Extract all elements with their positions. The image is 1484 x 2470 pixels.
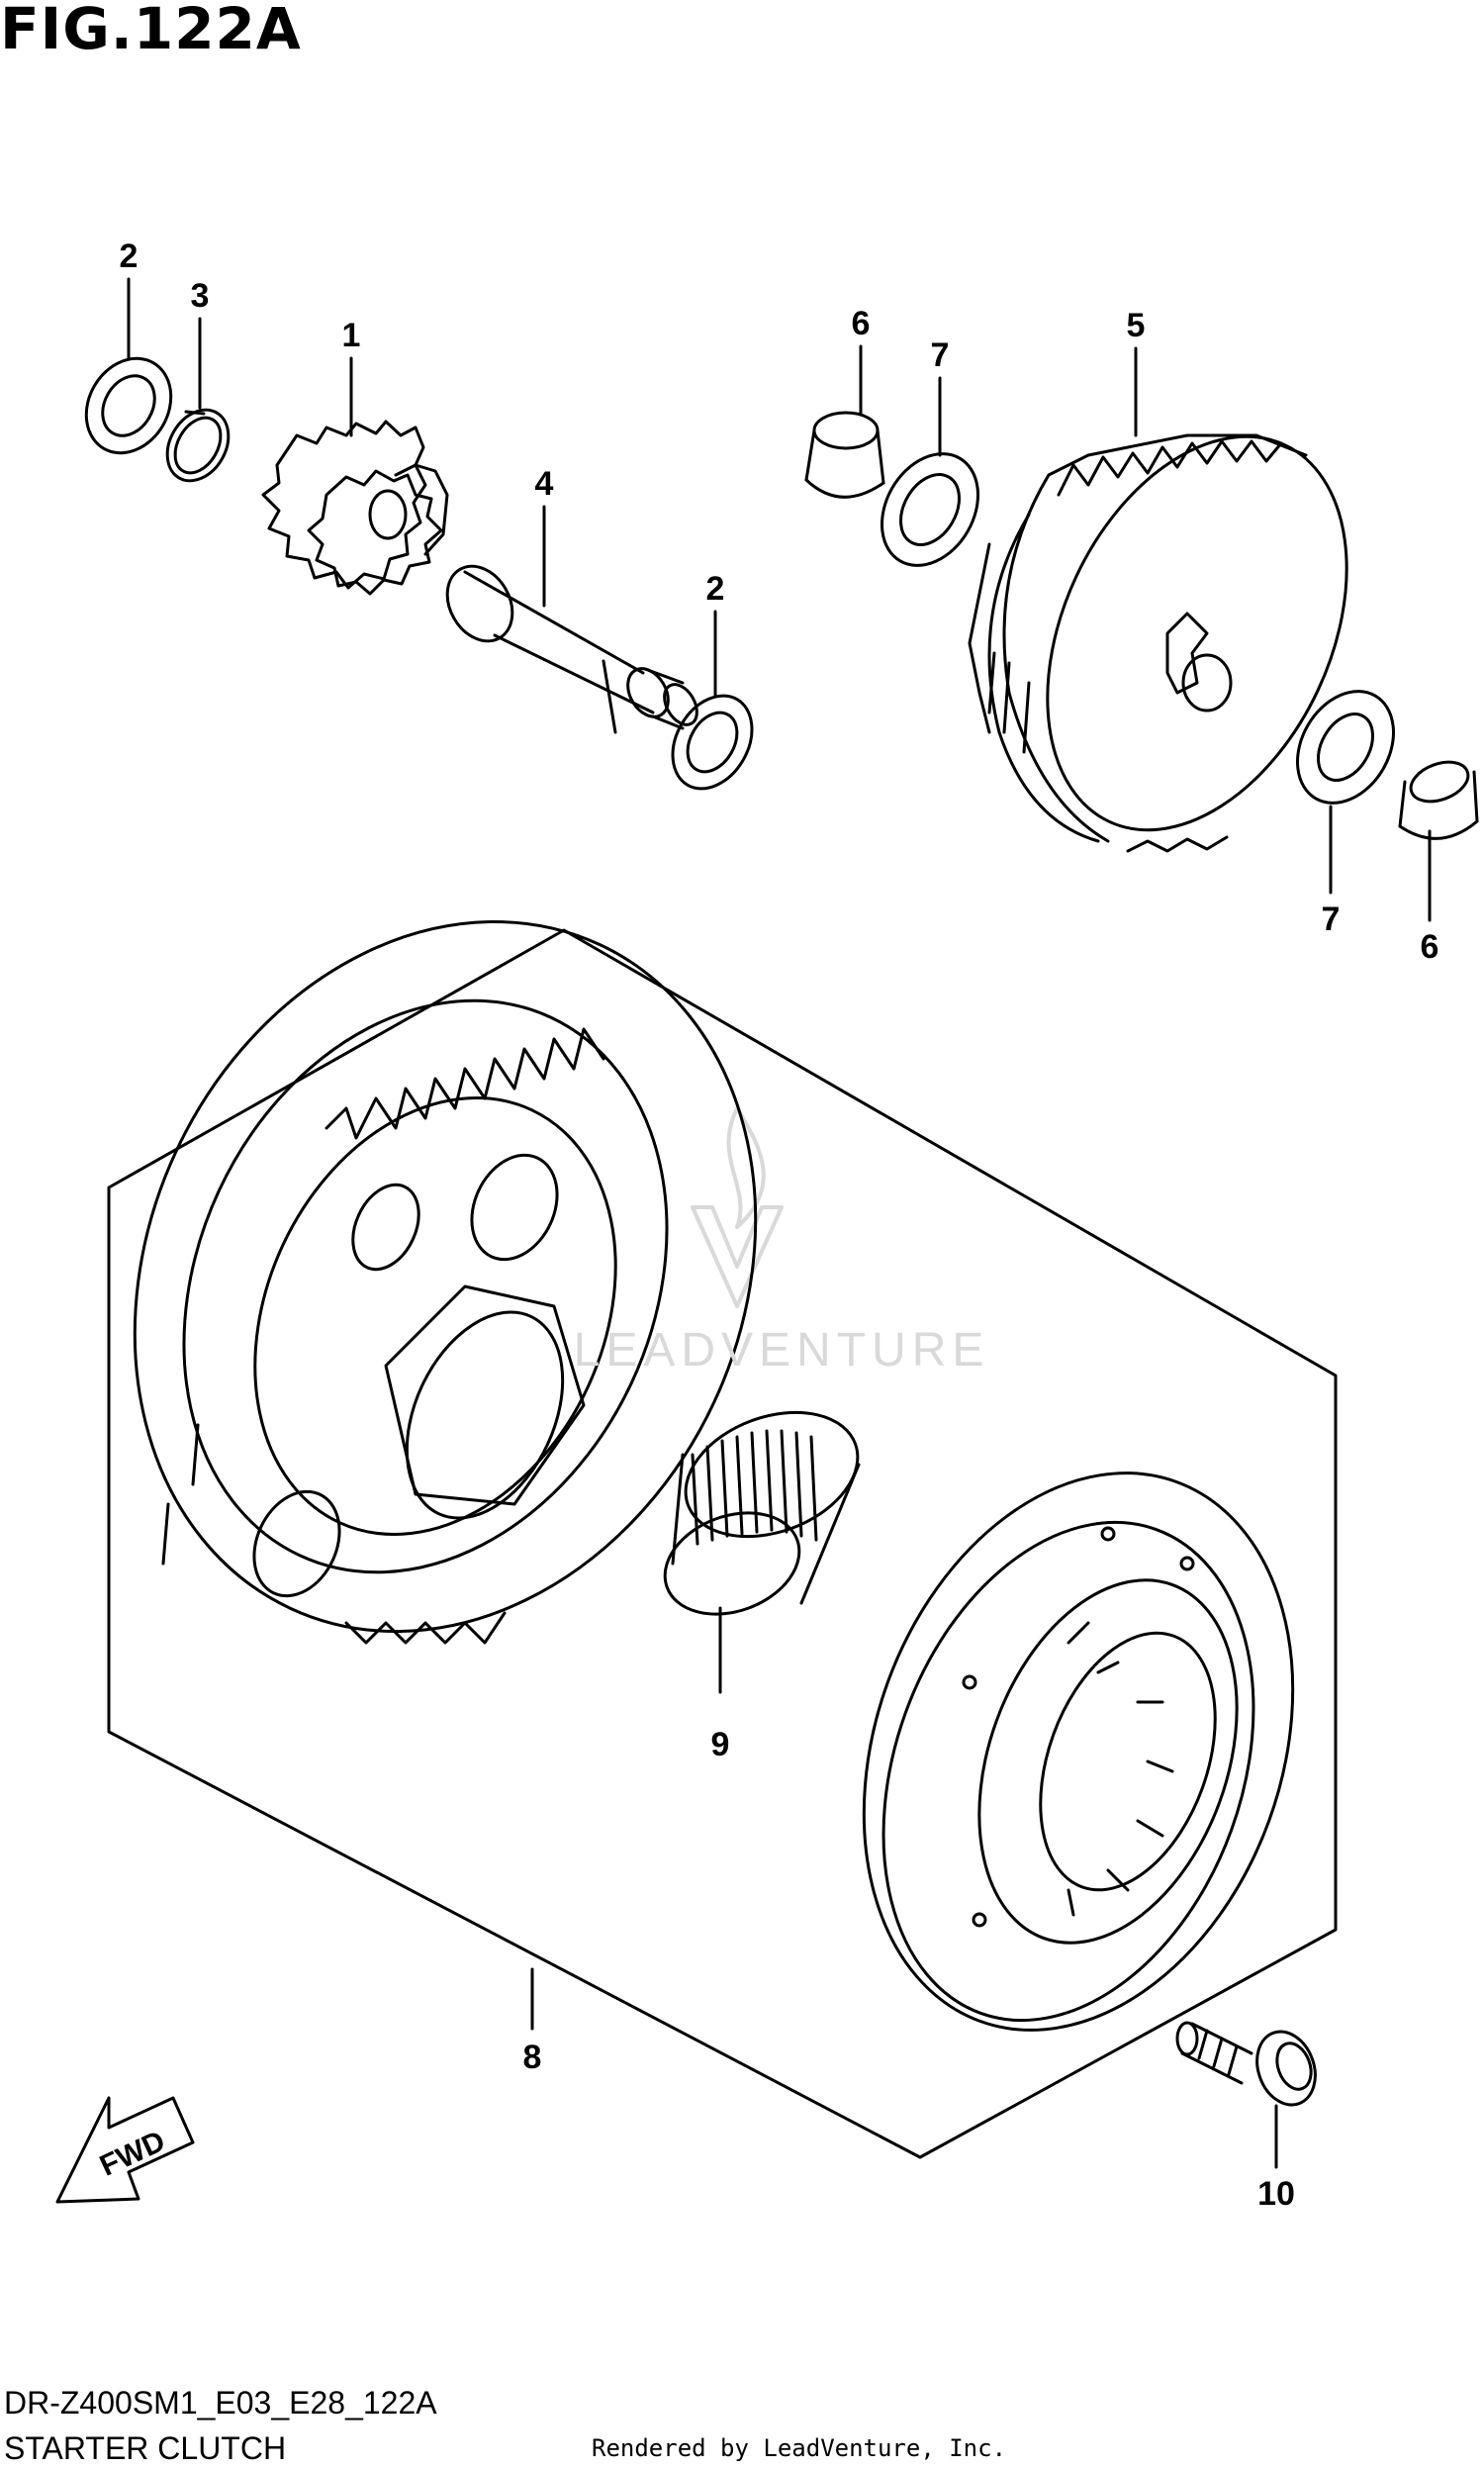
callout-9: 9 [711,1726,730,1763]
callout-2-right: 2 [706,570,725,608]
callout-6-lower: 6 [1421,928,1439,966]
callout-4: 4 [535,465,554,503]
watermark-logo [691,1106,784,1308]
fwd-arrow: FWD [55,2096,195,2204]
part-9-needle-bearing [663,1410,861,1616]
part-6-bushing-upper [804,411,885,499]
figure-code: DR-Z400SM1_E03_E28_122A [4,2385,437,2421]
callout-3: 3 [191,277,210,315]
part-2-washer-left [84,356,173,455]
part-3-circlip [165,408,231,483]
figure-title: FIG.122A [0,0,302,62]
callout-labels: 2 3 1 4 2 6 7 5 7 6 8 9 10 [120,238,1439,2213]
part-8-one-way-clutch [862,1472,1295,2032]
part-7-washer-lower [1296,690,1395,805]
callout-10: 10 [1257,2175,1295,2213]
callout-7-lower: 7 [1322,901,1341,938]
figure-name: STARTER CLUTCH [4,2430,287,2466]
watermark-text: LEADVENTURE [574,1324,990,1377]
callout-7-upper: 7 [931,336,950,374]
part-1-idle-gear [261,420,449,596]
part-6-bushing-lower [1398,760,1479,840]
part-4-shaft [445,564,698,734]
part-2-washer-right [671,694,754,791]
part-8-assembly-outline [107,928,1338,2159]
callout-1: 1 [342,317,361,354]
part-5-idle-gear-assembly [968,433,1348,853]
leader-lines [127,277,1432,2169]
part-10-bolt [1175,2021,1317,2107]
callout-5: 5 [1127,307,1146,344]
render-credit: Rendered by LeadVenture, Inc. [592,2434,1007,2462]
part-7-washer-upper [881,452,979,567]
callout-2-upper-left: 2 [120,238,139,275]
callout-6-upper: 6 [852,305,871,342]
part-8-starter-driven-gear [133,919,758,1645]
callout-8: 8 [523,2039,542,2076]
